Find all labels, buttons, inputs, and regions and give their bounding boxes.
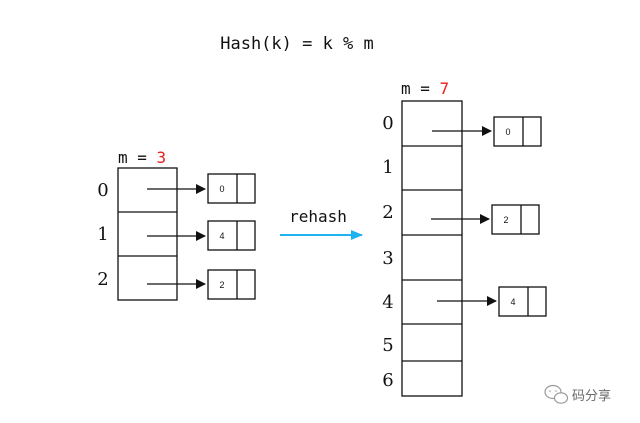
left-node-0: 0 bbox=[207, 173, 256, 204]
right-m-label: m = 7 bbox=[401, 79, 449, 98]
right-hash-table: m = 7 0 1 2 3 4 5 6 0 2 bbox=[382, 79, 547, 397]
right-index-6: 6 bbox=[382, 370, 393, 391]
left-index-0: 0 bbox=[97, 180, 108, 201]
right-index-1: 1 bbox=[382, 157, 393, 178]
left-node-2-key: 2 bbox=[219, 280, 224, 290]
right-index-4: 4 bbox=[382, 292, 393, 313]
right-bucket-array bbox=[401, 100, 463, 397]
right-node-0: 0 bbox=[493, 116, 542, 147]
right-node-2-key: 2 bbox=[503, 215, 508, 225]
left-node-0-key: 0 bbox=[219, 184, 224, 194]
left-node-1: 4 bbox=[207, 220, 256, 251]
left-node-1-key: 4 bbox=[219, 231, 224, 241]
right-m-value: 7 bbox=[440, 79, 450, 98]
left-index-2: 2 bbox=[97, 269, 108, 290]
watermark: 码分享 bbox=[544, 384, 611, 404]
left-m-value: 3 bbox=[157, 148, 167, 167]
left-m-label: m = 3 bbox=[118, 148, 166, 167]
watermark-text: 码分享 bbox=[572, 388, 611, 403]
wechat-icon bbox=[544, 384, 569, 404]
rehash-label: rehash bbox=[289, 207, 347, 226]
right-node-2: 2 bbox=[491, 204, 540, 235]
formula-title: Hash(k) = k % m bbox=[220, 34, 374, 54]
left-index-1: 1 bbox=[97, 224, 108, 245]
right-node-4-key: 4 bbox=[510, 297, 515, 307]
right-node-4: 4 bbox=[498, 286, 547, 317]
right-index-5: 5 bbox=[382, 335, 393, 356]
right-index-2: 2 bbox=[382, 202, 393, 223]
left-node-2: 2 bbox=[207, 269, 256, 300]
right-node-0-key: 0 bbox=[505, 127, 510, 137]
right-index-0: 0 bbox=[382, 113, 393, 134]
left-bucket-array bbox=[117, 167, 178, 301]
rehash-transition: rehash bbox=[280, 207, 363, 240]
right-index-3: 3 bbox=[382, 248, 393, 269]
left-hash-table: m = 3 0 1 2 0 4 2 bbox=[97, 148, 256, 301]
